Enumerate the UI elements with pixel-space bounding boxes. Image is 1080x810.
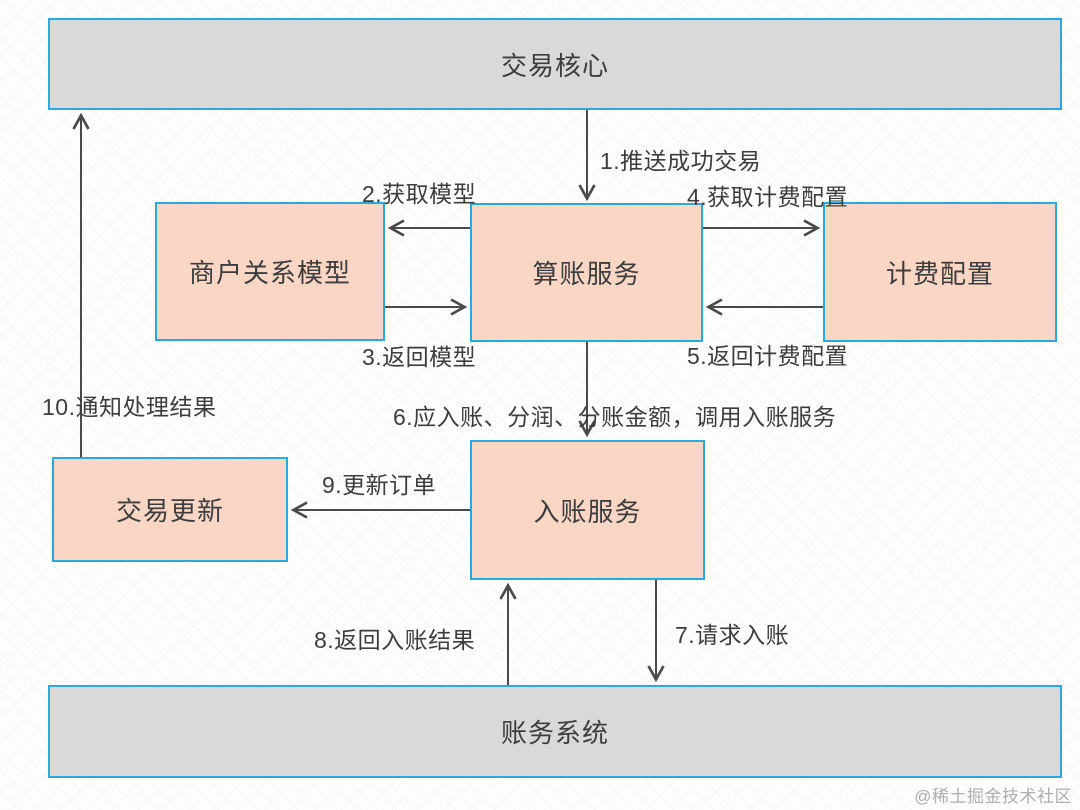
edge-label-return-billing-config: 5.返回计费配置 xyxy=(687,343,849,369)
edge-label-get-billing-config: 4.获取计费配置 xyxy=(687,184,849,210)
node-trade-core-label: 交易核心 xyxy=(500,50,609,81)
node-merchant-model-label: 商户关系模型 xyxy=(188,258,351,288)
node-account-system-label: 账务系统 xyxy=(500,718,609,748)
watermark: @稀土掘金技术社区 xyxy=(914,787,1072,806)
node-settle-service: 算账服务 xyxy=(470,203,703,342)
edge-label-return-entry-result: 8.返回入账结果 xyxy=(314,627,476,653)
node-billing-config-label: 计费配置 xyxy=(885,258,994,289)
node-billing-config: 计费配置 xyxy=(823,202,1057,342)
node-merchant-relation-model: 商户关系模型 xyxy=(155,202,385,341)
node-trade-update: 交易更新 xyxy=(52,457,288,562)
node-trade-update-label: 交易更新 xyxy=(115,496,224,526)
edge-label-call-entry-service: 6.应入账、分润、分账金额，调用入账服务 xyxy=(393,404,837,430)
node-account-system: 账务系统 xyxy=(48,685,1062,778)
edge-label-request-entry: 7.请求入账 xyxy=(675,622,790,648)
edge-label-update-order: 9.更新订单 xyxy=(322,472,437,498)
node-entry-service: 入账服务 xyxy=(470,440,705,580)
edge-label-return-model: 3.返回模型 xyxy=(362,344,477,370)
edge-label-push-success-trade: 1.推送成功交易 xyxy=(600,148,762,174)
edge-label-notify-result: 10.通知处理结果 xyxy=(42,394,217,420)
node-entry-service-label: 入账服务 xyxy=(533,496,642,527)
node-trade-core: 交易核心 xyxy=(48,18,1062,110)
edge-label-get-model: 2.获取模型 xyxy=(362,181,477,207)
node-settle-service-label: 算账服务 xyxy=(532,259,641,289)
